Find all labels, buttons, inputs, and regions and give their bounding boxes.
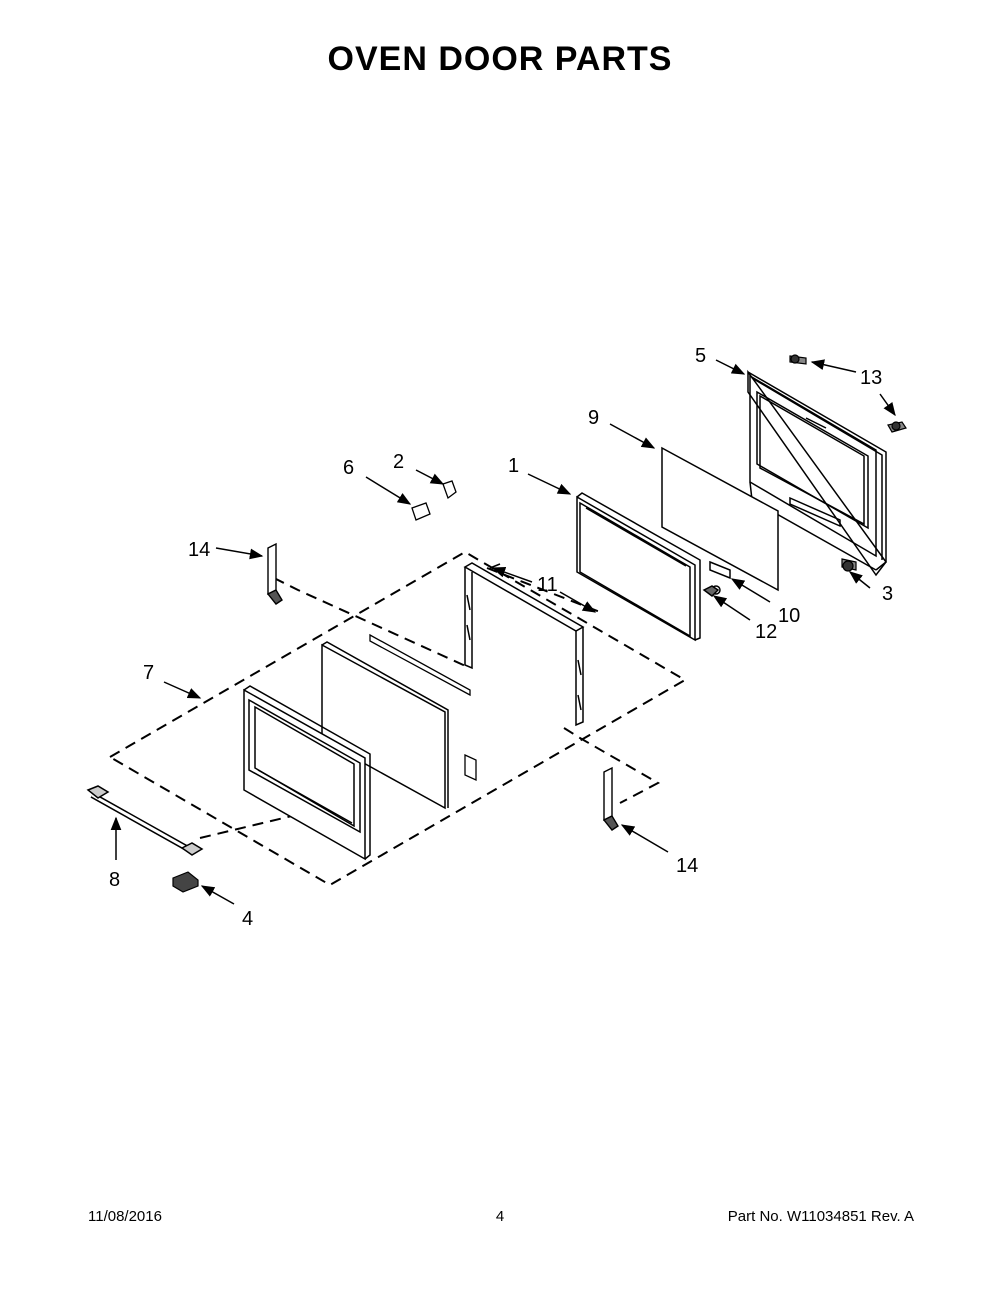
callout-13: 13 <box>860 367 882 389</box>
clip-parts <box>411 480 457 521</box>
door-handle-part <box>86 785 204 856</box>
callout-9: 9 <box>588 407 599 429</box>
callout-1: 1 <box>508 455 519 477</box>
callout-12: 12 <box>755 621 777 643</box>
page-title: OVEN DOOR PARTS <box>327 40 673 78</box>
middle-glass-part <box>321 641 449 810</box>
footer-part-number: Part No. W11034851 Rev. A <box>727 1208 914 1225</box>
callout-2: 2 <box>393 451 404 473</box>
footer-page-number: 4 <box>495 1208 505 1225</box>
callout-5: 5 <box>695 345 706 367</box>
inner-glass-panel-part <box>661 446 779 592</box>
callout-8: 8 <box>109 869 120 891</box>
callout-7: 7 <box>143 662 154 684</box>
callout-4: 4 <box>242 908 253 930</box>
rear-door-frame-part <box>747 369 887 577</box>
callout-14-bottom: 14 <box>676 855 698 877</box>
screw-parts <box>789 354 907 572</box>
door-side-frame-part <box>463 562 585 727</box>
callout-14-top: 14 <box>188 539 210 561</box>
callout-11: 11 <box>537 574 558 596</box>
outer-door-part <box>243 685 371 861</box>
footer-date: 11/08/2016 <box>88 1208 162 1225</box>
callout-10: 10 <box>778 605 800 627</box>
callout-3: 3 <box>882 583 893 605</box>
inner-door-panel-part <box>576 492 701 642</box>
callout-leader-arrows <box>110 359 896 905</box>
glass-trim-strips-part <box>369 633 477 782</box>
callout-6: 6 <box>343 457 354 479</box>
bracket-hardware-part <box>702 560 731 597</box>
hinge-part <box>266 542 619 831</box>
badge-part <box>172 871 199 893</box>
